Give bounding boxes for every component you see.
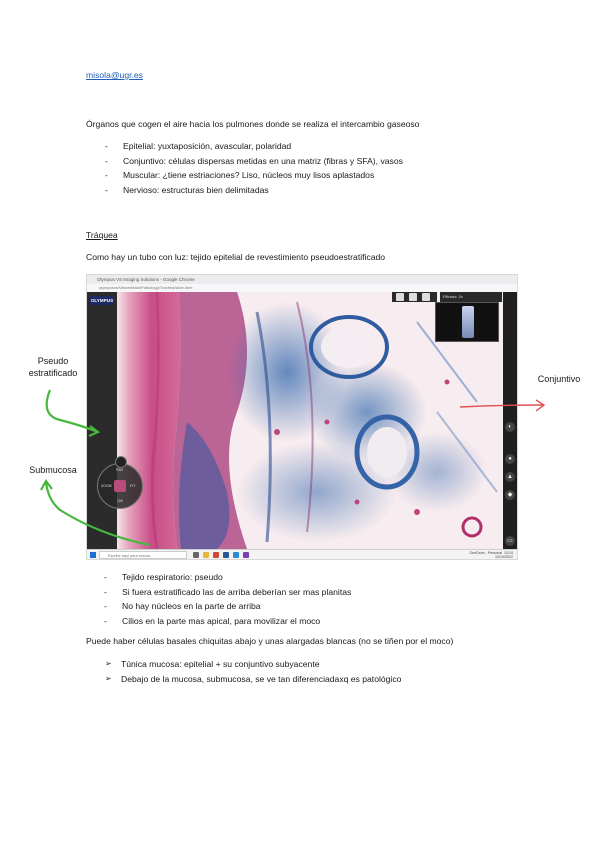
hand-icon[interactable]: ●	[505, 454, 515, 464]
task-view-icon[interactable]	[193, 552, 199, 558]
taskbar-search-input[interactable]: Escribe aquí para buscar	[99, 551, 187, 559]
chrome-icon[interactable]	[213, 552, 219, 558]
olympus-logo: OLYMPUS	[90, 296, 114, 305]
list-item: -Tejido respiratorio: pseudo	[104, 572, 223, 582]
list-item: -Cilios en la parte mas apical, para mov…	[104, 615, 321, 626]
joystick-knob[interactable]	[115, 456, 127, 468]
list-item: -Epitelial: yuxtaposición, avascular, po…	[105, 141, 292, 151]
browser-titlebar: Olympus VS Imaging Solutions - Google Ch…	[87, 275, 517, 284]
camera-icon[interactable]	[422, 293, 430, 301]
export-icon[interactable]: ▭	[505, 536, 515, 546]
email-link[interactable]: misola@ugr.es	[86, 70, 143, 80]
annotation-submucosa: Submucosa	[29, 465, 77, 475]
annotation-pseudo: Pseudo estratificado	[28, 356, 78, 378]
date: 10/10/2022	[495, 555, 513, 559]
list-item: ➢Túnica mucosa: epitelial + su conjuntiv…	[105, 659, 320, 669]
browser-urlbar[interactable]: olympusvs/ViewerMain/Pathology/Trachea/s…	[87, 284, 517, 292]
list-item: -Nervioso: estructuras bien delimitadas	[105, 184, 269, 195]
trachea-description: Como hay un tubo con luz: tejido epiteli…	[86, 252, 386, 262]
joystick-label: 100	[117, 499, 123, 503]
ruler-icon[interactable]: ◐	[505, 422, 515, 432]
list-item: -Conjuntivo: células dispersas metidas e…	[105, 155, 403, 166]
microscope-screenshot: Olympus VS Imaging Solutions - Google Ch…	[86, 274, 518, 560]
joystick-center[interactable]	[114, 480, 126, 492]
joystick-label: FIT	[130, 484, 136, 488]
system-tray: OneDrive - Personal 13:24 10/10/2022	[469, 551, 513, 559]
basal-note: Puede haber células basales chiquitas ab…	[86, 636, 454, 646]
windows-taskbar: Escribe aquí para buscar OneDrive - Pers…	[87, 549, 517, 559]
list-item: -Muscular: ¿tiene estriaciones? Liso, nú…	[105, 170, 375, 180]
viewer-left-toolbar: OLYMPUS	[87, 292, 117, 559]
word-icon[interactable]	[223, 552, 229, 558]
edge-icon[interactable]	[233, 552, 239, 558]
measure-icon[interactable]: ◆	[505, 490, 515, 500]
joystick-label: ZOOM	[101, 484, 112, 488]
observations-list: -Tejido respiratorio: pseudo -Si fuera e…	[104, 570, 352, 628]
navigation-joystick[interactable]: PAN ZOOM FIT 100	[97, 456, 143, 509]
layers-icon[interactable]	[409, 293, 417, 301]
list-item: -No hay núcleos en la parte de arriba	[104, 601, 261, 611]
viewer-right-toolbar: ◐ ● ▲ ◆ ▭	[503, 292, 517, 549]
conjuntivo-arrow-head	[535, 399, 546, 412]
slide-overview-map[interactable]	[435, 302, 499, 342]
slide-thumbnail	[462, 306, 474, 338]
section-heading-trachea: Tráquea	[86, 230, 118, 240]
list-item: -Si fuera estratificado las de arriba de…	[104, 586, 352, 597]
explorer-icon[interactable]	[203, 552, 209, 558]
annotation-conjuntivo: Conjuntivo	[537, 374, 581, 384]
app-icon[interactable]	[243, 552, 249, 558]
annotation-icon[interactable]: ▲	[505, 472, 515, 482]
onedrive-status: OneDrive - Personal	[469, 551, 502, 555]
joystick-label: PAN	[116, 468, 123, 472]
viewer-status: Filtrado: 2x	[440, 292, 502, 302]
overview-icon[interactable]	[396, 293, 404, 301]
list-item: ➢Debajo de la mucosa, submucosa, se ve t…	[105, 673, 402, 684]
windows-start-icon[interactable]	[90, 552, 96, 558]
submucosa-arrow-head	[40, 478, 53, 491]
clock: 13:24	[504, 551, 513, 555]
viewer-top-toolbar	[392, 292, 437, 302]
tissues-list: -Epitelial: yuxtaposición, avascular, po…	[105, 139, 403, 197]
arrow-list: ➢Túnica mucosa: epitelial + su conjuntiv…	[105, 657, 402, 686]
intro-text: Órganos que cogen el aire hacia los pulm…	[86, 119, 420, 129]
